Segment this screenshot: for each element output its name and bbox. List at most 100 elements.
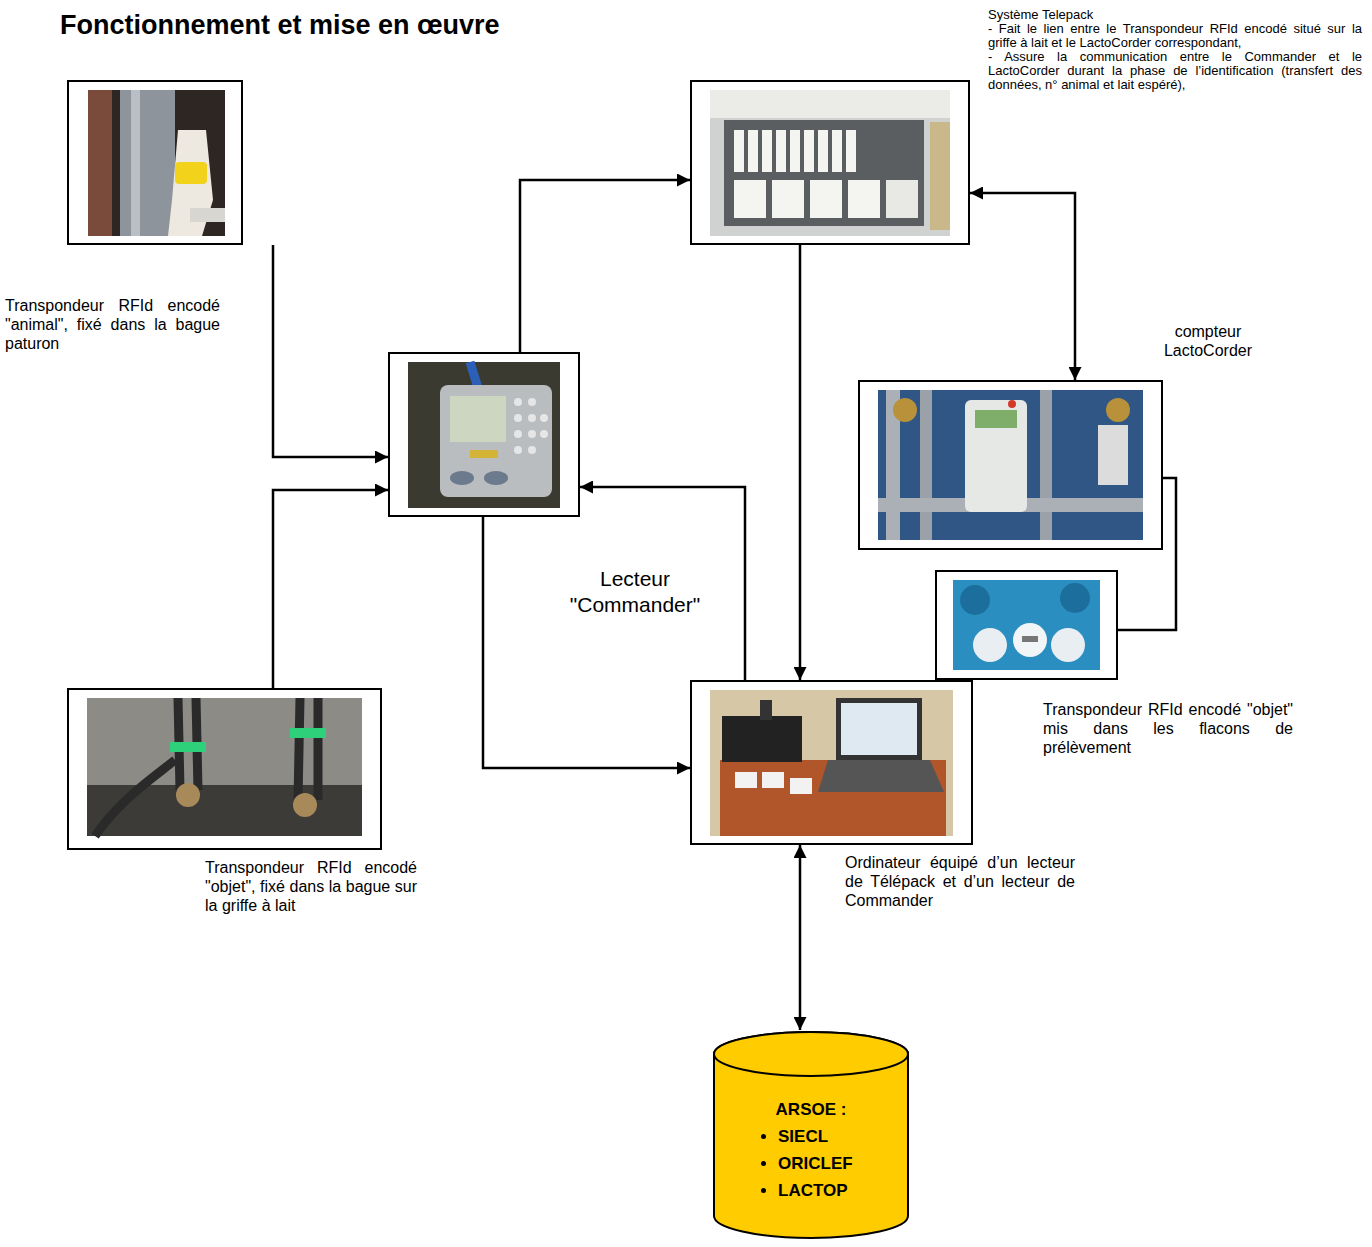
telepack-case-photo-shape <box>886 180 918 218</box>
commander-reader-photo-shape <box>528 414 536 422</box>
telepack-case-photo <box>710 90 950 236</box>
commander-reader-photo-shape <box>528 398 536 406</box>
commander-reader-photo-shape <box>540 430 548 438</box>
connector-arrow <box>970 193 1075 380</box>
caption-text: Transpondeur RFId encodé "objet", fixé d… <box>205 858 417 915</box>
cow-leg-photo-shape <box>88 90 112 236</box>
sample-bottles-photo-shape <box>953 580 1100 670</box>
caption-block: Lecteur "Commander" <box>550 566 720 618</box>
computer-desk-photo-shape <box>836 698 922 760</box>
computer-desk-photo-shape <box>760 700 772 720</box>
caption-block: Transpondeur RFId encodé "objet" mis dan… <box>1043 700 1293 757</box>
telepack-case-photo-shape <box>772 180 804 218</box>
computer-desk-photo-shape <box>762 772 784 788</box>
caption-text: Transpondeur RFId encodé "objet" mis dan… <box>1043 700 1293 757</box>
caption-block: Système Telepack- Fait le lien entre le … <box>988 8 1362 92</box>
sample-bottles-photo-shape <box>1051 628 1085 662</box>
telepack-case-photo-shape <box>810 180 842 218</box>
telepack-case-photo-shape <box>930 122 950 230</box>
sample-bottles-photo-shape <box>1022 636 1038 642</box>
milking-claw-photo-shape <box>170 742 206 752</box>
bullet-list: SIECLORICLEFLACTOP <box>712 1123 910 1204</box>
sample-bottles-photo-shape <box>1013 623 1047 657</box>
list-item: LACTOP <box>778 1177 910 1204</box>
computer-desk-photo-shape <box>720 760 946 836</box>
lactocorder-photo-shape <box>878 390 1143 540</box>
commander-reader-photo-shape <box>470 362 478 388</box>
telepack-case-photo-shape <box>710 90 950 118</box>
caption-text: - Fait le lien entre le Transpondeur RFI… <box>988 22 1362 50</box>
connector-arrow <box>1118 478 1176 630</box>
telepack-case-photo-shape <box>790 130 800 172</box>
commander-reader-photo-shape <box>528 430 536 438</box>
commander-reader-photo-shape <box>528 446 536 454</box>
cow-leg-photo-shape <box>131 90 140 236</box>
node-heading: ARSOE : <box>712 1096 910 1123</box>
telepack-case-photo-shape <box>724 120 924 226</box>
cylinder-top <box>714 1032 908 1076</box>
telepack-case-photo-shape <box>846 130 856 172</box>
lactocorder-photo-shape <box>1040 390 1052 540</box>
caption-block: Ordinateur équipé d’un lecteur de Télépa… <box>845 853 1075 910</box>
commander-reader-photo-shape <box>514 430 522 438</box>
commander-reader-photo-shape <box>484 471 508 485</box>
connector-arrow <box>273 245 388 457</box>
milking-claw-photo-shape <box>95 760 175 836</box>
lactocorder-photo-shape <box>965 400 1027 512</box>
cow-leg-photo-shape <box>175 162 207 184</box>
computer-desk-photo-shape <box>818 760 944 792</box>
connector-arrow <box>799 245 802 680</box>
commander-reader-photo-shape <box>540 414 548 422</box>
caption-block: compteur LactoCorder <box>1150 322 1266 360</box>
connector-arrow <box>520 180 690 352</box>
cylinder-content: ARSOE :SIECLORICLEFLACTOP <box>712 1030 910 1204</box>
computer-desk-photo-shape <box>735 772 757 788</box>
commander-reader-photo-shape <box>440 385 552 497</box>
cow-leg-photo-shape <box>120 90 175 236</box>
telepack-case-photo-shape <box>762 130 772 172</box>
commander-reader-photo-shape <box>408 362 560 508</box>
photo-frame: Lecteur "Commander" <box>388 352 580 517</box>
computer-desk-photo-shape <box>790 778 812 794</box>
milking-claw-photo-shape <box>176 783 200 807</box>
milking-claw-photo-shape <box>290 728 326 738</box>
milking-claw-photo <box>87 698 362 836</box>
caption-text: compteur LactoCorder <box>1150 322 1266 360</box>
telepack-case-photo-shape <box>848 180 880 218</box>
computer-desk-photo <box>710 690 953 836</box>
lactocorder-photo-shape <box>920 390 932 540</box>
commander-reader-photo-shape <box>450 471 474 485</box>
diagram-title: Fonctionnement et mise en œuvre <box>60 10 500 41</box>
database-cylinder: ARSOE :SIECLORICLEFLACTOP <box>712 1030 910 1240</box>
telepack-case-photo-shape <box>734 180 766 218</box>
photo-frame: Transpondeur RFId encodé "objet" mis dan… <box>935 570 1118 680</box>
caption-block: Transpondeur RFId encodé "objet", fixé d… <box>205 858 417 915</box>
caption-text: Ordinateur équipé d’un lecteur de Télépa… <box>845 853 1075 910</box>
caption-text: - Assure la communication entre le Comma… <box>988 50 1362 92</box>
node-heading: Système Telepack <box>988 8 1362 22</box>
commander-reader-photo <box>408 362 560 508</box>
lactocorder-photo-shape <box>893 398 917 422</box>
photo-frame: Transpondeur RFId encodé "animal", fixé … <box>67 80 243 245</box>
photo-frame: Ordinateur équipé d’un lecteur de Télépa… <box>690 680 973 845</box>
cow-leg-photo <box>88 90 225 236</box>
computer-desk-photo-shape <box>710 690 953 836</box>
list-item: SIECL <box>778 1123 910 1150</box>
milking-claw-photo-shape <box>293 793 317 817</box>
telepack-case-photo-shape <box>832 130 842 172</box>
lactocorder-photo-shape <box>1008 400 1016 408</box>
connector-arrow <box>273 490 388 688</box>
cow-leg-photo-shape <box>190 208 225 222</box>
telepack-case-photo-shape <box>804 130 814 172</box>
telepack-case-photo-shape <box>776 130 786 172</box>
lactocorder-photo-shape <box>1106 398 1130 422</box>
caption-text: Transpondeur RFId encodé "animal", fixé … <box>5 296 220 353</box>
cow-leg-photo-shape <box>88 90 225 236</box>
connector-arrow <box>799 845 802 1030</box>
telepack-case-photo-shape <box>710 90 950 236</box>
telepack-case-photo-shape <box>734 130 744 172</box>
milking-claw-photo-shape <box>314 698 323 800</box>
photo-frame: compteur LactoCorder <box>858 380 1163 550</box>
